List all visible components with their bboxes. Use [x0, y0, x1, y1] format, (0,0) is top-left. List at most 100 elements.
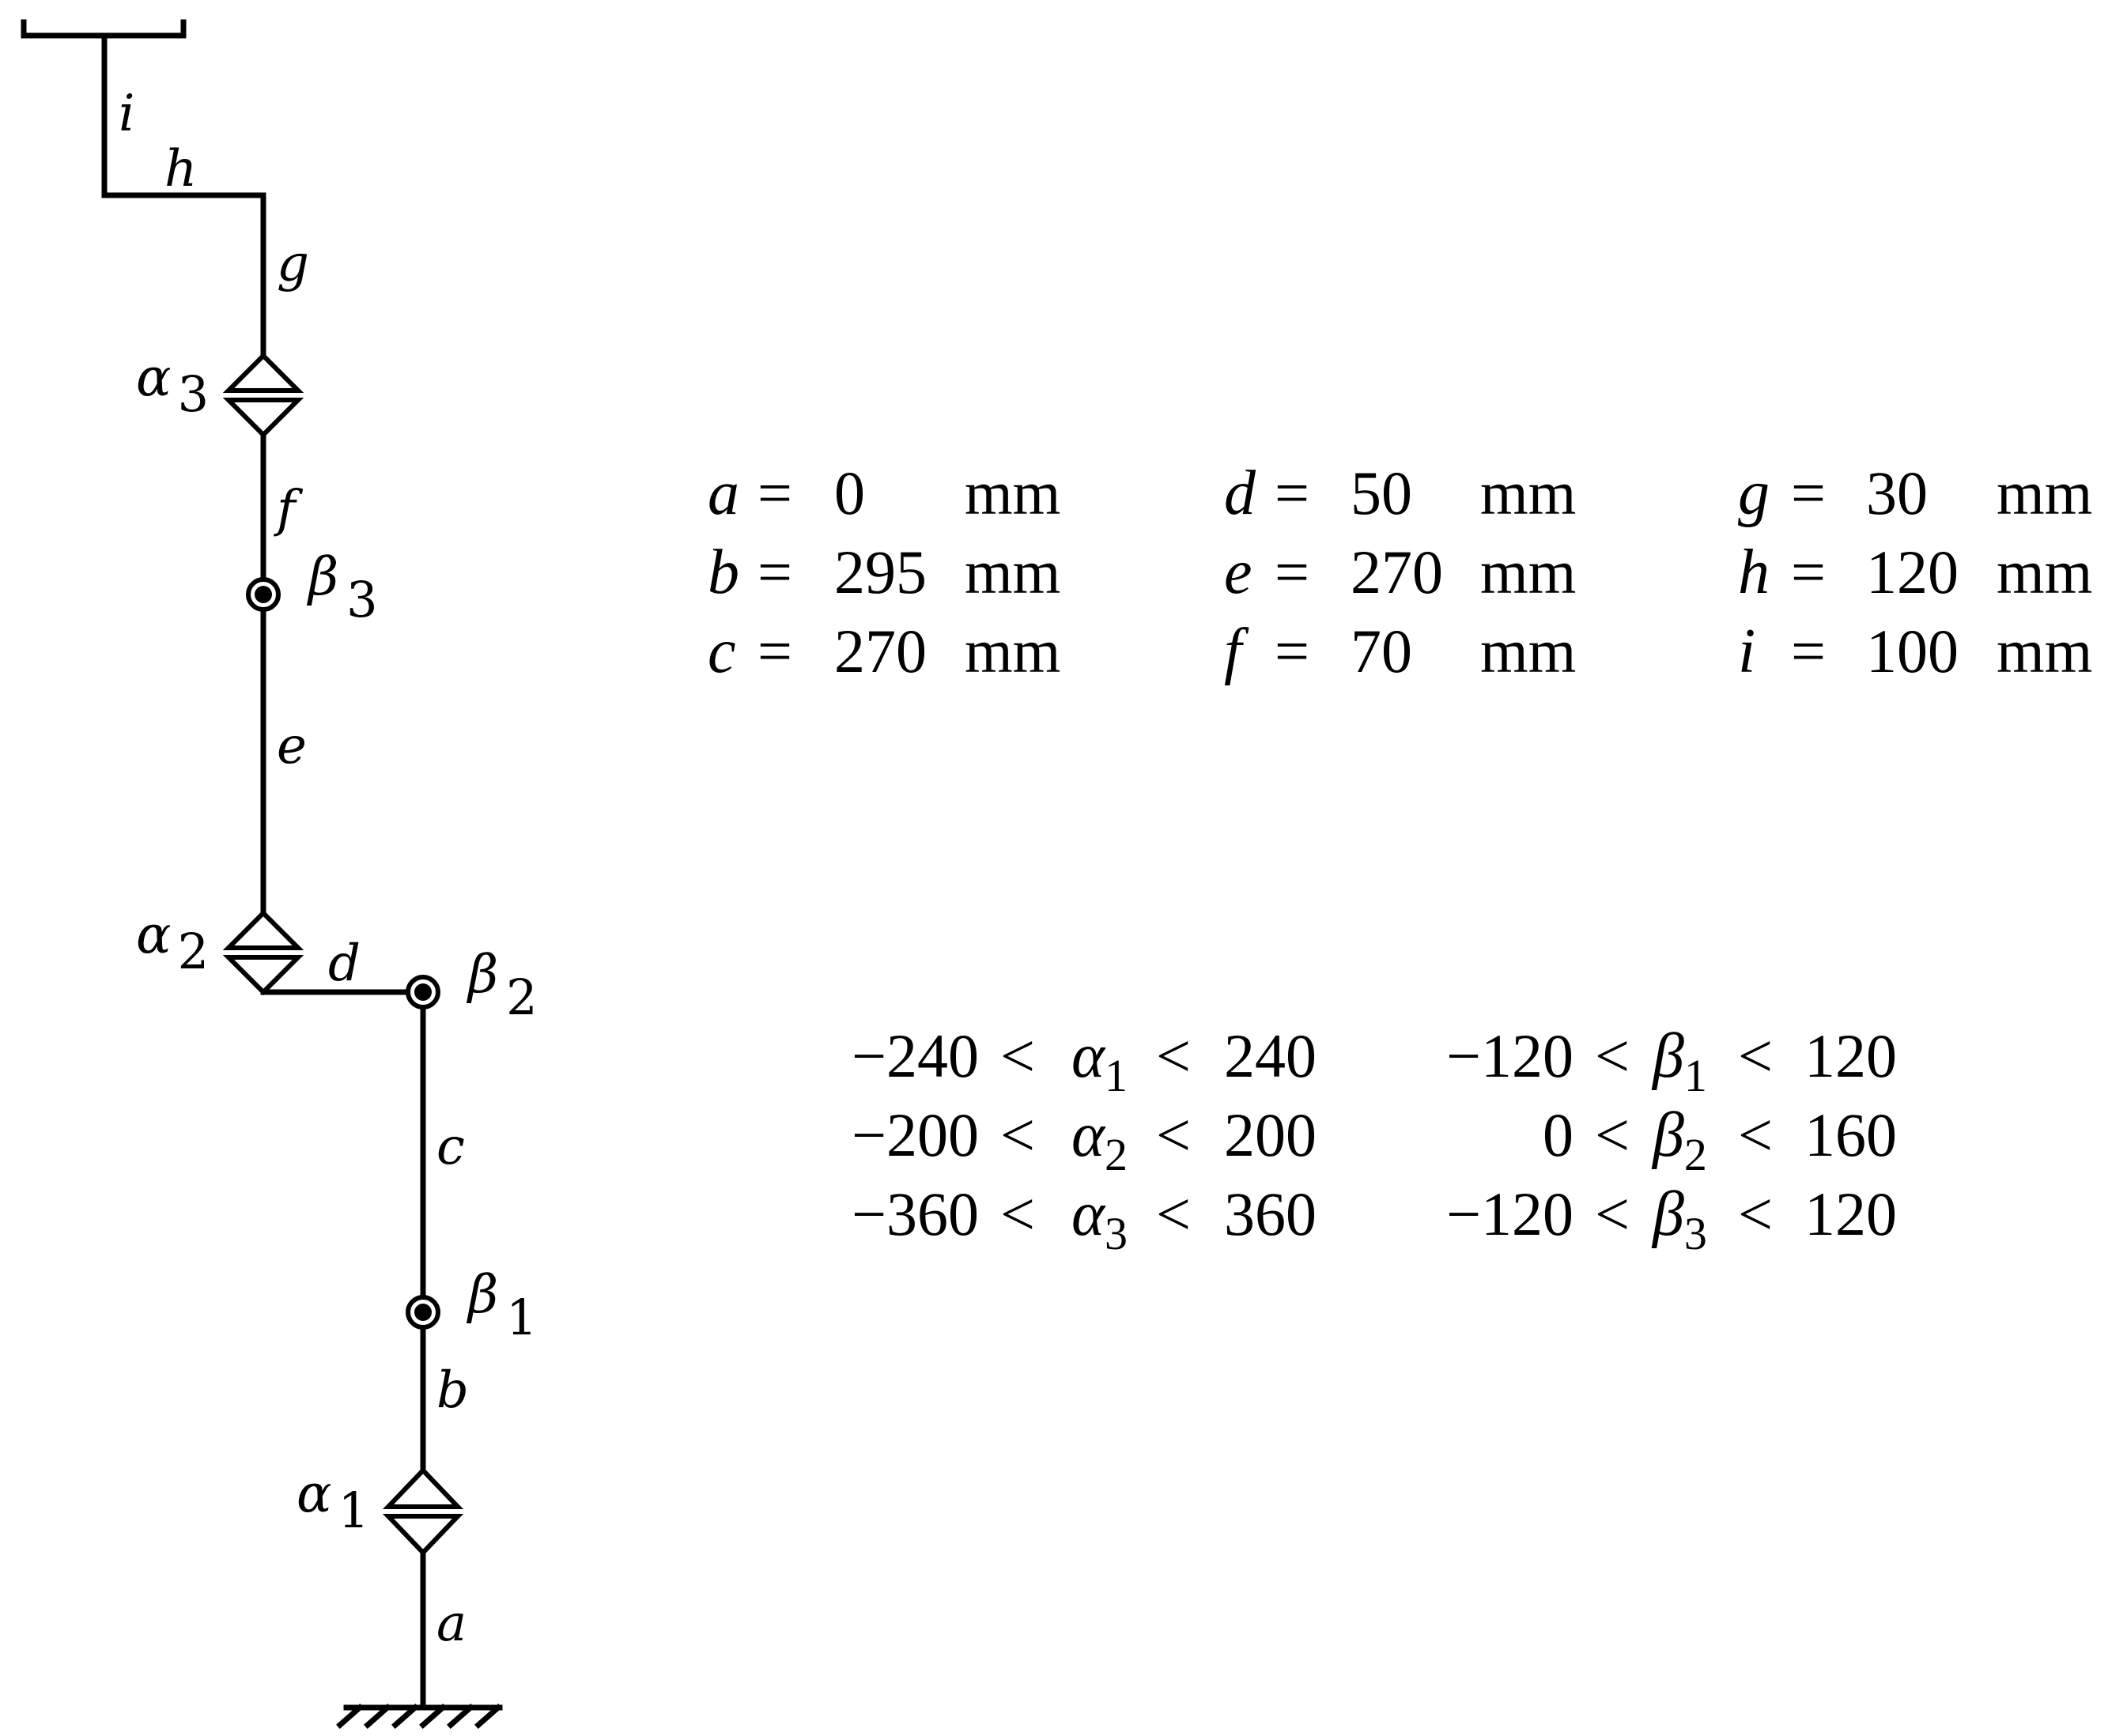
joint-limits-table: −240 < α1 < 240 −200 < α2 < 200 −360 < α… — [852, 1021, 1897, 1259]
dim-row: f = 70 mm — [1224, 617, 1576, 686]
svg-text:α1: α1 — [1071, 1021, 1128, 1101]
link-label-b: b — [436, 1361, 469, 1420]
svg-text:α2: α2 — [1071, 1100, 1128, 1180]
svg-text:β1: β1 — [1651, 1021, 1707, 1101]
svg-text:α3: α3 — [1071, 1179, 1128, 1259]
svg-text:<: < — [1738, 1021, 1773, 1090]
svg-text:β3: β3 — [1651, 1179, 1707, 1259]
svg-text:50: 50 — [1351, 459, 1412, 527]
svg-text:70: 70 — [1351, 617, 1412, 685]
svg-text:<: < — [1000, 1021, 1035, 1090]
svg-text:360: 360 — [1224, 1179, 1317, 1248]
svg-text:<: < — [1595, 1179, 1630, 1248]
link-label-g: g — [277, 235, 309, 293]
svg-text:<: < — [1738, 1100, 1773, 1169]
svg-text:=: = — [757, 459, 792, 527]
svg-text:30: 30 — [1866, 459, 1928, 527]
svg-text:<: < — [1595, 1100, 1630, 1169]
limit-row: −120 < β1 < 120 — [1446, 1021, 1897, 1101]
svg-text:−360: −360 — [852, 1179, 979, 1248]
joint-alpha3-icon — [222, 352, 304, 439]
svg-text:f: f — [1224, 617, 1249, 686]
svg-text:mm: mm — [1997, 459, 2092, 527]
dim-row: i = 100 mm — [1738, 617, 2092, 686]
svg-text:270: 270 — [834, 617, 927, 685]
svg-text:−120: −120 — [1446, 1179, 1574, 1248]
svg-text:mm: mm — [965, 538, 1060, 606]
svg-text:β2: β2 — [1651, 1100, 1707, 1180]
svg-text:<: < — [1156, 1100, 1191, 1169]
link-label-f: f — [274, 480, 304, 538]
dim-row: a = 0 mm — [708, 459, 1060, 528]
limit-row: 0 < β2 < 160 — [1543, 1100, 1897, 1180]
dim-row: b = 295 mm — [708, 538, 1060, 607]
svg-text:<: < — [1156, 1021, 1191, 1090]
svg-text:c: c — [708, 617, 736, 686]
svg-text:mm: mm — [965, 459, 1060, 527]
link-label-c: c — [436, 1118, 465, 1176]
joint-beta3-icon — [246, 577, 281, 612]
svg-text:120: 120 — [1804, 1179, 1897, 1248]
link-label-e: e — [277, 717, 307, 776]
dim-row: c = 270 mm — [708, 617, 1060, 686]
link-label-h: h — [164, 140, 197, 198]
svg-text:h: h — [1738, 538, 1770, 607]
svg-text:<: < — [1000, 1100, 1035, 1169]
link-label-d: d — [328, 934, 361, 993]
svg-text:120: 120 — [1866, 538, 1959, 606]
svg-text:=: = — [1791, 617, 1826, 685]
svg-text:=: = — [757, 617, 792, 685]
svg-text:g: g — [1738, 459, 1770, 528]
svg-text:270: 270 — [1351, 538, 1443, 606]
svg-text:mm: mm — [1480, 459, 1576, 527]
svg-text:<: < — [1595, 1021, 1630, 1090]
svg-text:mm: mm — [1480, 617, 1576, 685]
svg-text:mm: mm — [1480, 538, 1576, 606]
limit-row: −200 < α2 < 200 — [852, 1100, 1317, 1180]
svg-text:=: = — [757, 538, 792, 606]
svg-text:−200: −200 — [852, 1100, 979, 1169]
svg-text:mm: mm — [1997, 617, 2092, 685]
dim-row: e = 270 mm — [1224, 538, 1576, 607]
svg-text:200: 200 — [1224, 1100, 1317, 1169]
joint-alpha2-icon — [222, 909, 304, 996]
svg-text:d: d — [1224, 459, 1256, 528]
svg-text:<: < — [1738, 1179, 1773, 1248]
dim-row: g = 30 mm — [1738, 459, 2092, 528]
svg-text:160: 160 — [1804, 1100, 1897, 1169]
ground-base — [336, 1704, 503, 1729]
limit-row: −240 < α1 < 240 — [852, 1021, 1317, 1101]
svg-text:=: = — [1791, 459, 1826, 527]
svg-text:100: 100 — [1866, 617, 1959, 685]
dim-row: h = 120 mm — [1738, 538, 2092, 607]
svg-text:120: 120 — [1804, 1021, 1897, 1090]
svg-text:=: = — [1275, 459, 1309, 527]
dim-row: d = 50 mm — [1224, 459, 1576, 528]
svg-text:0: 0 — [1543, 1100, 1574, 1169]
joint-alpha1-icon — [382, 1466, 464, 1557]
dimension-table: a = 0 mm b = 295 mm c = 270 mm d = 50 mm… — [708, 459, 2092, 686]
svg-text:e: e — [1224, 538, 1252, 607]
svg-text:−120: −120 — [1446, 1021, 1574, 1090]
kinematic-chain — [21, 19, 426, 1711]
link-label-a: a — [436, 1594, 467, 1653]
svg-text:295: 295 — [834, 538, 927, 606]
svg-text:mm: mm — [965, 617, 1060, 685]
link-label-i: i — [119, 85, 134, 143]
svg-text:=: = — [1791, 538, 1826, 606]
svg-text:−240: −240 — [852, 1021, 979, 1090]
svg-text:0: 0 — [834, 459, 865, 527]
limit-row: −360 < α3 < 360 — [852, 1179, 1317, 1259]
svg-text:b: b — [708, 538, 739, 607]
svg-text:<: < — [1000, 1179, 1035, 1248]
svg-text:240: 240 — [1224, 1021, 1317, 1090]
joint-beta1-icon — [406, 1295, 440, 1330]
svg-text:<: < — [1156, 1179, 1191, 1248]
limit-row: −120 < β3 < 120 — [1446, 1179, 1897, 1259]
